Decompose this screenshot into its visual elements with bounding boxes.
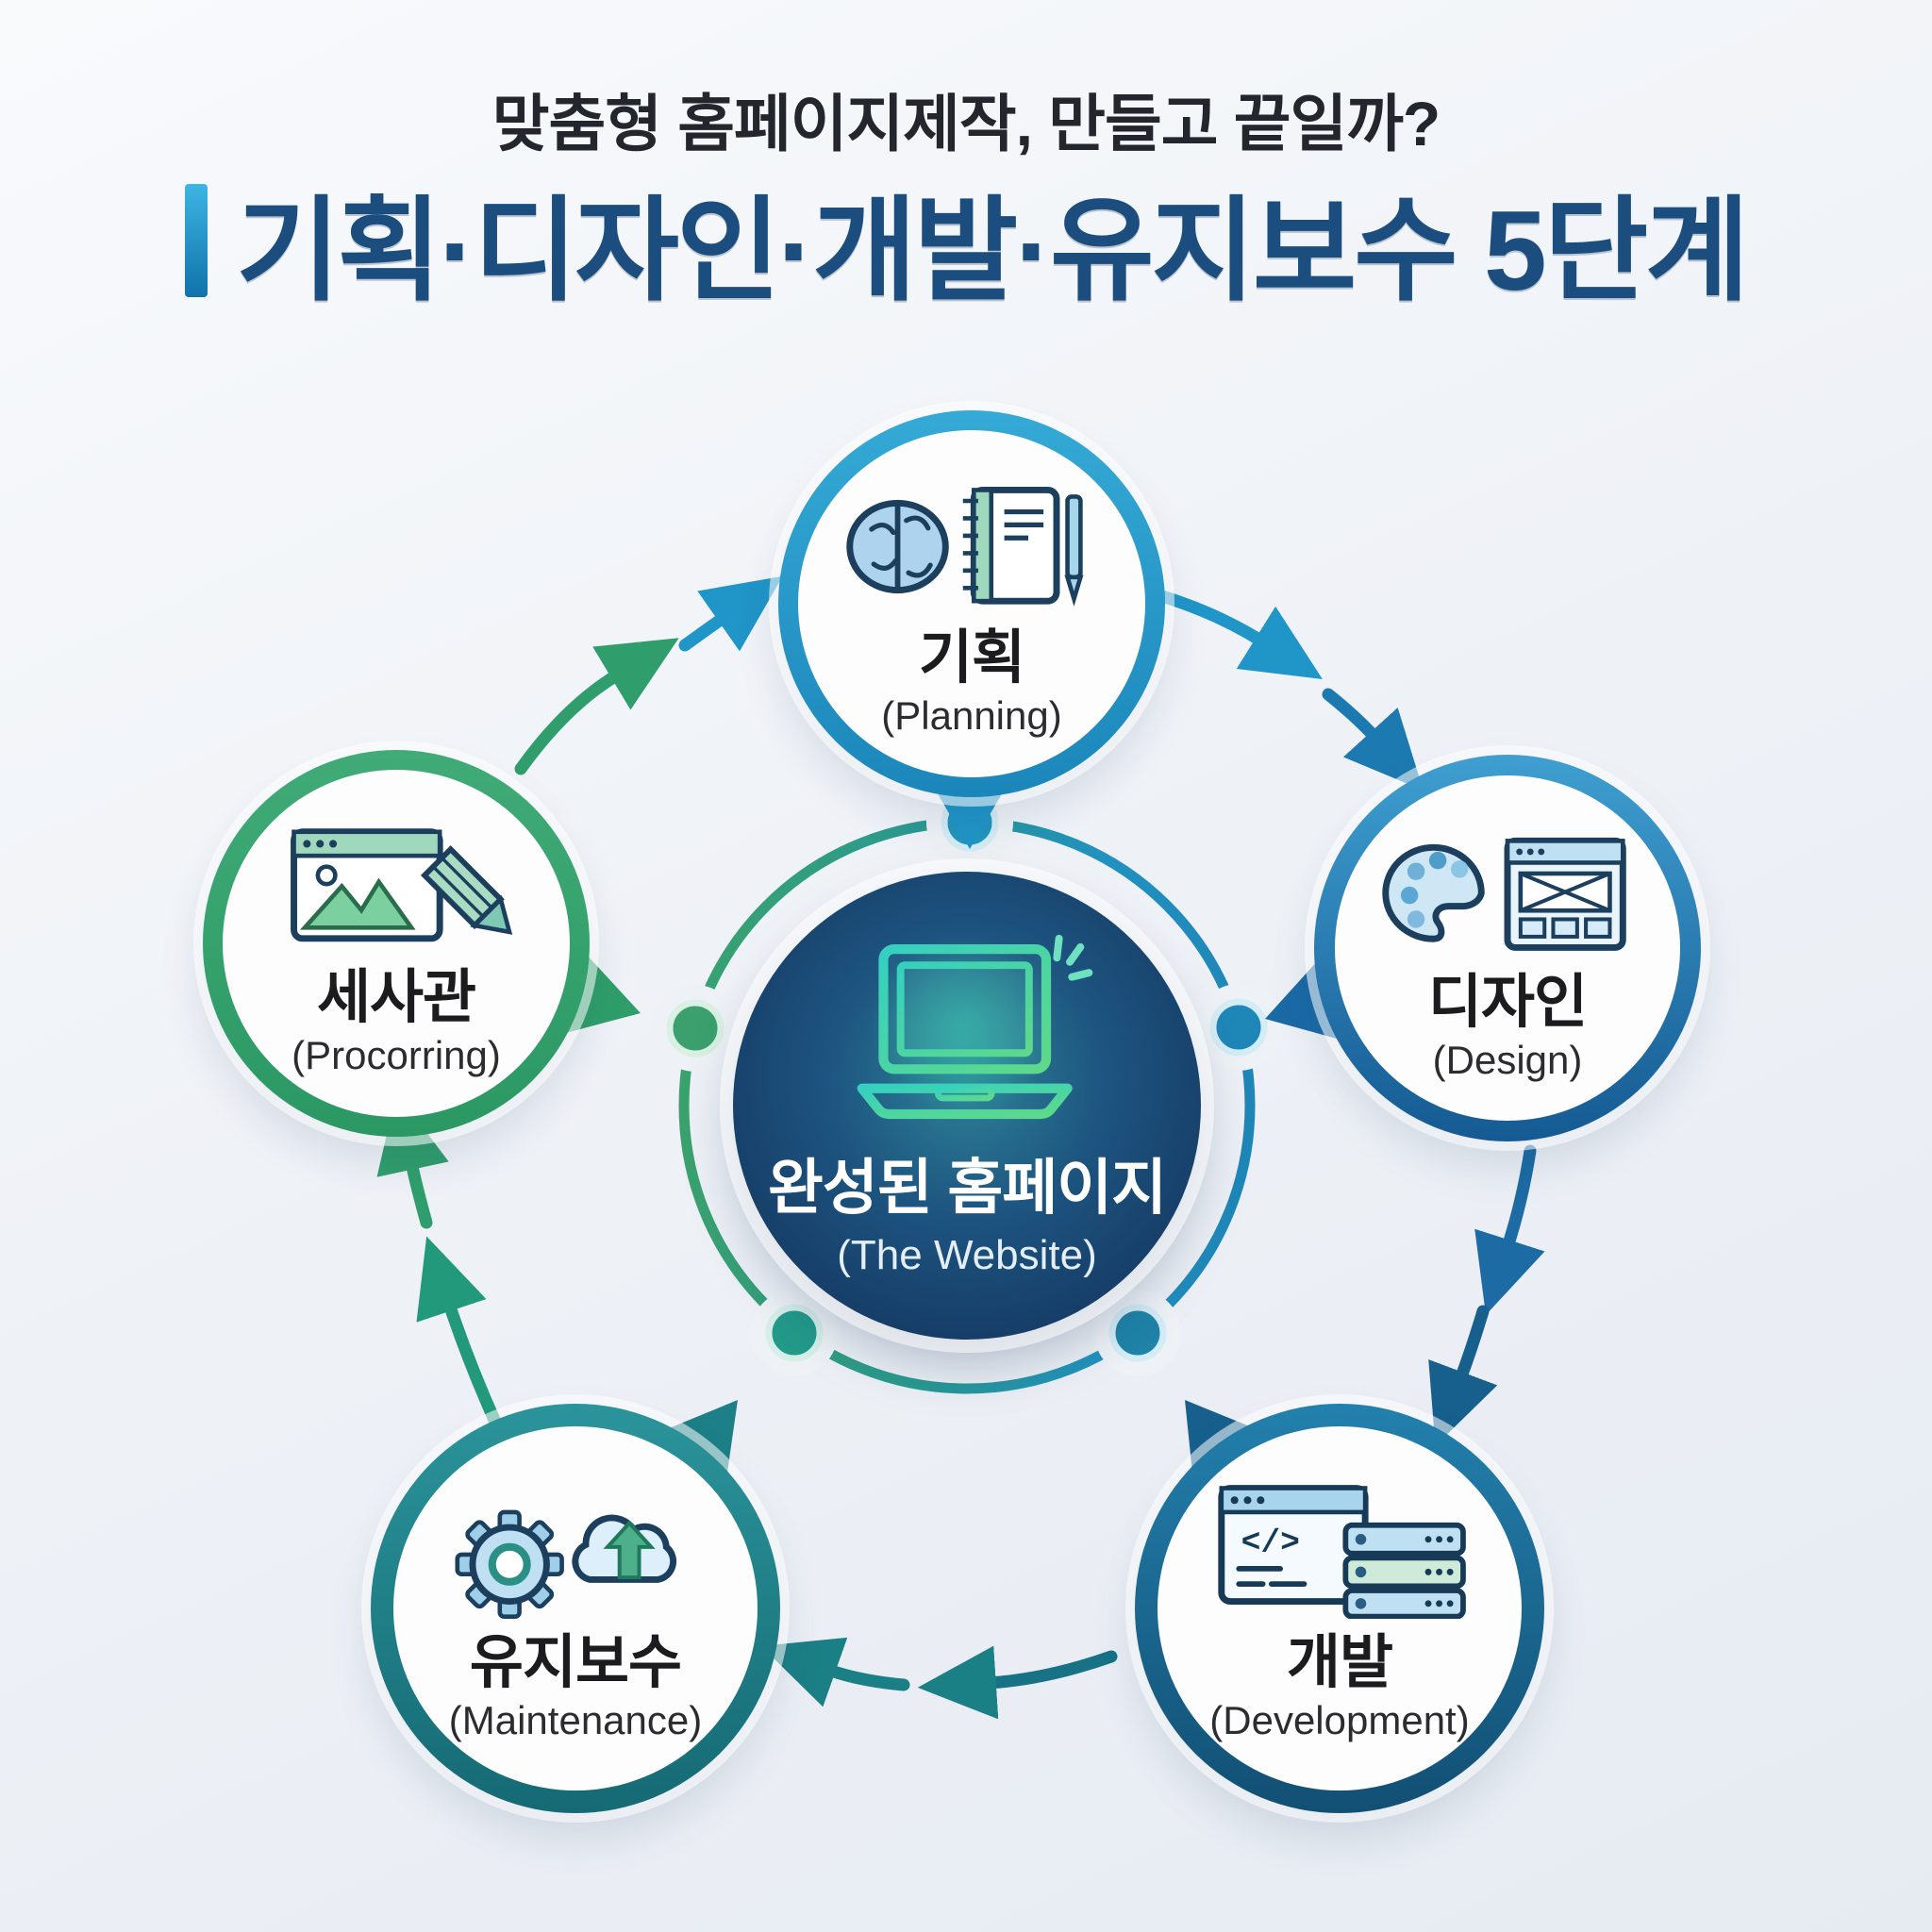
notebook-pen-icon <box>962 487 1084 608</box>
svg-text:</>: </> <box>1241 1525 1300 1562</box>
stage-development-icons: </> <box>1203 1474 1476 1623</box>
page-subtitle: 맞춤형 홈페이지제작, 만들고 끝일까? <box>491 89 1441 158</box>
center-circle-website: 완성된 홈페이지 (The Website) <box>733 872 1201 1340</box>
stage-production-label-en: (Procorring) <box>291 1032 501 1077</box>
page-title: 기획·디자인·개발·유지보수 5단계 <box>236 188 1749 314</box>
brain-icon <box>846 500 949 594</box>
arrow-design-to-development-1 <box>1474 1144 1545 1315</box>
planning-tail <box>929 779 1010 849</box>
center-label-en: (The Website) <box>837 1232 1097 1278</box>
stage-maintenance-body: 유지보수 (Maintenance) <box>393 1426 758 1790</box>
stage-maintenance-icons <box>439 1474 712 1623</box>
stage-circle-production: 세사관 (Procorring) <box>203 750 590 1137</box>
stage-circle-design: 디자인 (Design) <box>1314 755 1701 1141</box>
stage-production-icons <box>264 808 528 958</box>
stage-development-label-ko: 개발 <box>1286 1630 1393 1696</box>
stage-circle-maintenance: 유지보수 (Maintenance) <box>371 1404 780 1813</box>
orbit-dot-left <box>652 985 739 1072</box>
stage-planning-label-ko: 기획 <box>918 625 1025 691</box>
center-label-ko: 완성된 홈페이지 <box>768 1154 1167 1222</box>
arrow-planning-to-design-1 <box>1156 590 1323 679</box>
stage-planning-body: 기획 (Planning) <box>798 430 1145 777</box>
cloud-upload-icon <box>572 1514 677 1584</box>
stage-design-label-ko: 디자인 <box>1427 970 1588 1036</box>
gear-icon <box>455 1509 564 1620</box>
orbit-dot-bottom-left <box>751 1290 838 1376</box>
arrow-development-to-maintenance-1 <box>917 1645 1118 1720</box>
arrow-maintenance-to-production-2 <box>376 1092 449 1229</box>
code-window-icon: </> <box>1218 1485 1369 1606</box>
stage-development-label-en: (Development) <box>1209 1697 1470 1742</box>
sparkle-icon <box>1053 934 1093 981</box>
title-accent-bar <box>185 184 208 297</box>
laptop-glow-icon <box>857 934 1093 1120</box>
stage-design-label-en: (Design) <box>1432 1037 1583 1082</box>
image-editor-icon <box>291 828 443 942</box>
server-stack-icon <box>1342 1523 1466 1620</box>
pencil-icon <box>420 845 513 936</box>
stage-maintenance-label-en: (Maintenance) <box>448 1697 703 1742</box>
palette-icon <box>1382 844 1485 942</box>
stage-production-body: 세사관 (Procorring) <box>223 770 570 1117</box>
stage-circle-planning: 기획 (Planning) <box>778 410 1165 797</box>
stage-production-label-ko: 세사관 <box>316 965 476 1031</box>
arrow-production-to-planning-2 <box>678 575 783 652</box>
browser-wireframe-icon <box>1504 838 1626 952</box>
stage-maintenance-label-ko: 유지보수 <box>469 1630 682 1696</box>
page-title-row: 기획·디자인·개발·유지보수 5단계 <box>0 158 1932 323</box>
arrow-maintenance-to-production-1 <box>416 1236 505 1435</box>
stage-circle-development: </> 개발 (Development) <box>1135 1404 1544 1813</box>
orbit-dot-bottom-right <box>1094 1290 1181 1376</box>
arrow-production-to-planning-1 <box>514 638 679 775</box>
stage-planning-label-en: (Planning) <box>881 692 1062 738</box>
arrow-design-to-development-2 <box>1428 1305 1498 1446</box>
stage-design-body: 디자인 (Design) <box>1335 775 1680 1121</box>
stage-design-icons <box>1375 813 1640 962</box>
arrow-development-to-maintenance-2 <box>760 1637 910 1707</box>
arrow-planning-to-design-2 <box>1322 688 1424 791</box>
stage-development-body: </> 개발 (Development) <box>1158 1426 1522 1790</box>
cycle-arrows <box>376 575 1545 1720</box>
orbit-dot-right <box>1195 984 1282 1071</box>
stage-planning-icons <box>840 469 1104 618</box>
center-orbit-ring <box>652 779 1282 1394</box>
